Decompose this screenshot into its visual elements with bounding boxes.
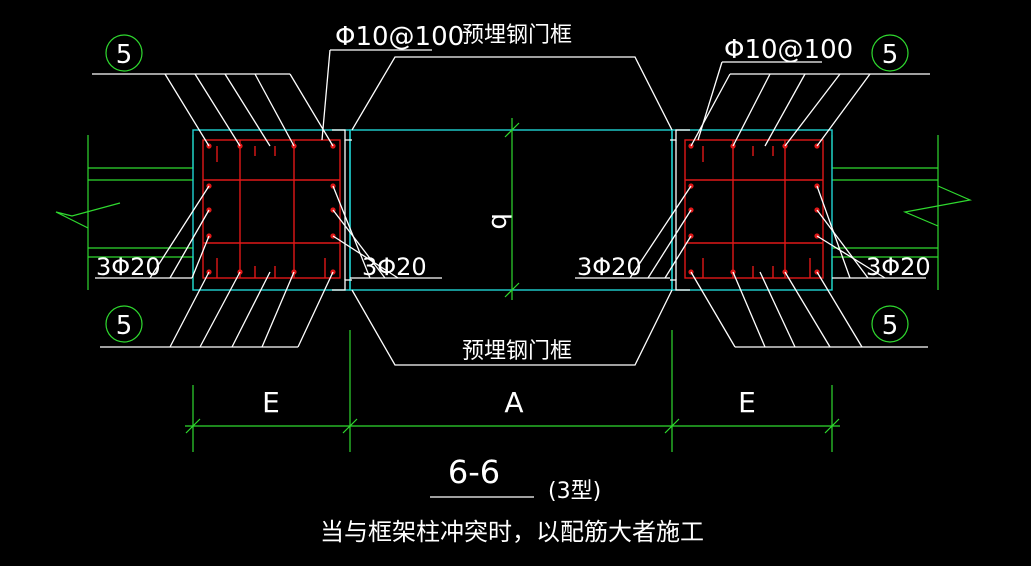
embedded-frame-label-top: 预埋钢门框: [462, 23, 572, 48]
callout-top-left-label: 5: [116, 40, 133, 70]
dimension-e-right-label: E: [738, 386, 756, 419]
dimension-b: [504, 118, 520, 300]
leaders-bottom-right: [575, 185, 928, 348]
dimension-a-label: A: [504, 386, 523, 419]
bar-label-left-inner: 3Φ20: [362, 253, 427, 281]
callout-top-right: 5: [871, 34, 909, 72]
bar-label-left-outer: 3Φ20: [96, 253, 161, 281]
callout-top-left: 5: [105, 34, 143, 72]
callout-bottom-right-label: 5: [882, 311, 899, 341]
callout-bottom-left-label: 5: [116, 311, 133, 341]
leaders-top-left: [92, 49, 432, 147]
construction-note: 当与框架柱冲突时，以配筋大者施工: [320, 518, 704, 546]
steel-door-frame: [332, 56, 690, 366]
bar-label-right-inner: 3Φ20: [577, 253, 642, 281]
callout-bottom-left: 5: [105, 305, 143, 343]
rebar-dots-right: [688, 143, 820, 275]
leaders-top-right: [690, 61, 930, 147]
leaders-bottom-left: [95, 185, 442, 348]
concrete-right-column: [671, 129, 833, 291]
section-type: (3型): [548, 479, 601, 504]
stirrup-label-left: Φ10@100: [335, 22, 464, 52]
dimension-row: [185, 330, 840, 452]
rebar-cage-right: [684, 139, 824, 279]
callout-top-right-label: 5: [882, 40, 899, 70]
embedded-frame-label-bottom: 预埋钢门框: [462, 339, 572, 364]
rebar-cage-left: [202, 139, 341, 279]
callout-bottom-right: 5: [871, 305, 909, 343]
dimension-b-label: b: [485, 213, 515, 230]
stirrup-label-right: Φ10@100: [724, 35, 853, 65]
bar-label-right-outer: 3Φ20: [866, 253, 931, 281]
section-id: 6-6: [448, 453, 500, 491]
dimension-e-left-label: E: [262, 386, 280, 419]
rebar-dots-left: [206, 143, 336, 275]
